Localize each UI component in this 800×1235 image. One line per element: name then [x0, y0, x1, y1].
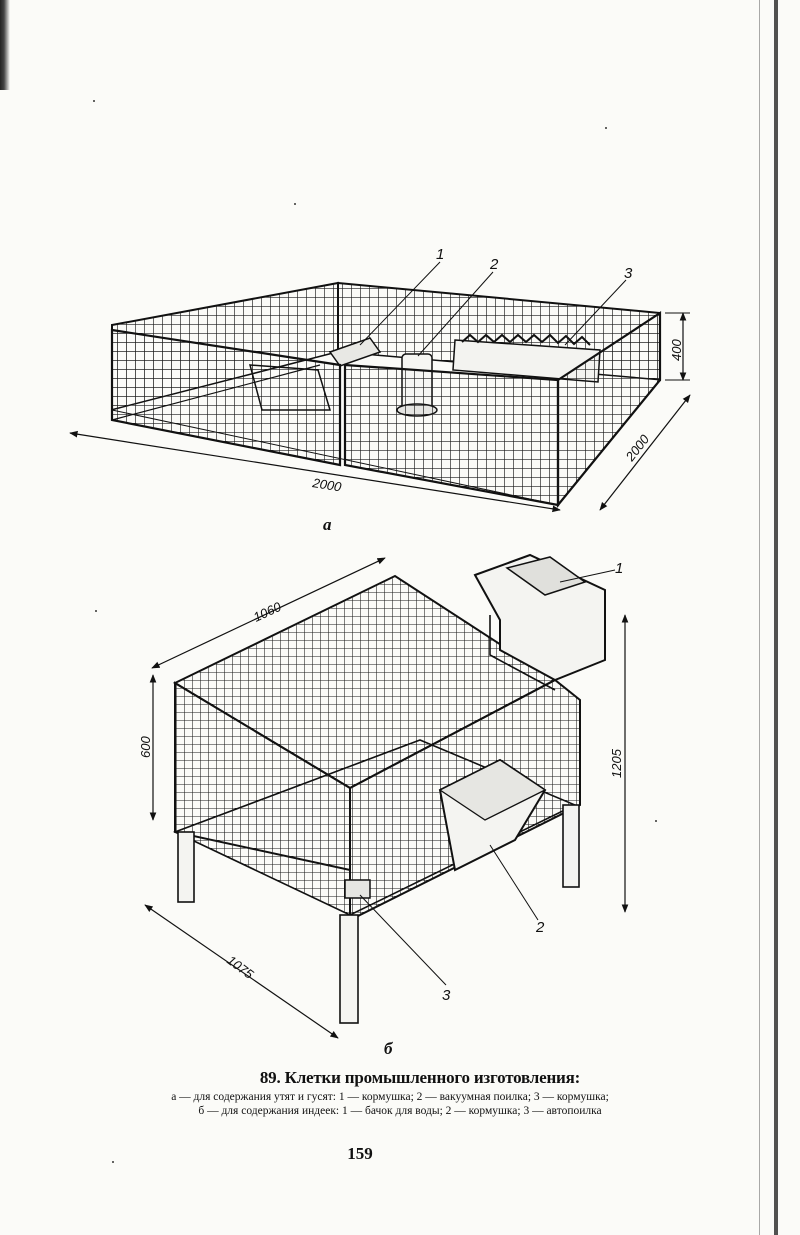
speck [112, 1161, 114, 1163]
figure-b-sublabel: б [384, 1039, 394, 1058]
figure-a-sublabel: а [323, 515, 332, 534]
speck [93, 100, 95, 102]
page-edge-right [774, 0, 778, 1235]
callout-a-3: 3 [624, 265, 633, 282]
dim-a-height: 400 [669, 339, 684, 361]
caption-line-a: а — для содержания утят и гусят: 1 — кор… [171, 1091, 609, 1103]
speck [294, 203, 296, 205]
page-number: 159 [347, 1144, 373, 1163]
figure-b-turkey-cage: 1 2 3 1060 600 1205 1075 б [138, 553, 629, 1058]
leg [339, 914, 359, 1024]
speck [95, 610, 97, 612]
figure-caption: 89. Клетки промышленного изготовления: а… [40, 1068, 740, 1118]
cage-a-front-right-panel [343, 363, 560, 507]
callout-b-2: 2 [535, 919, 545, 936]
dim-a-length: 2000 [311, 475, 344, 495]
caption-line-b: б — для содержания индеек: 1 — бачок для… [198, 1105, 602, 1117]
dim-b-length: 1060 [251, 599, 284, 625]
feeder-1 [328, 337, 382, 367]
page-edge-left [0, 0, 10, 90]
speck [655, 820, 657, 822]
leg [177, 831, 195, 903]
caption-title: 89. Клетки промышленного изготовления: [259, 1068, 581, 1087]
figure-a-duckling-cage: 1 2 3 2000 2000 400 а [69, 246, 691, 534]
callout-a-1: 1 [436, 246, 444, 263]
callout-a-2: 2 [489, 256, 499, 273]
leg [562, 804, 580, 888]
dim-b-depth: 1075 [224, 952, 257, 982]
page-edge-right-line [759, 0, 760, 1235]
dim-b-total-height: 1205 [609, 748, 624, 778]
auto-drinker-3 [344, 879, 371, 899]
speck [605, 127, 607, 129]
dim-b-height: 600 [138, 736, 153, 758]
callout-b-1: 1 [615, 560, 623, 577]
callout-b-3: 3 [442, 987, 451, 1004]
